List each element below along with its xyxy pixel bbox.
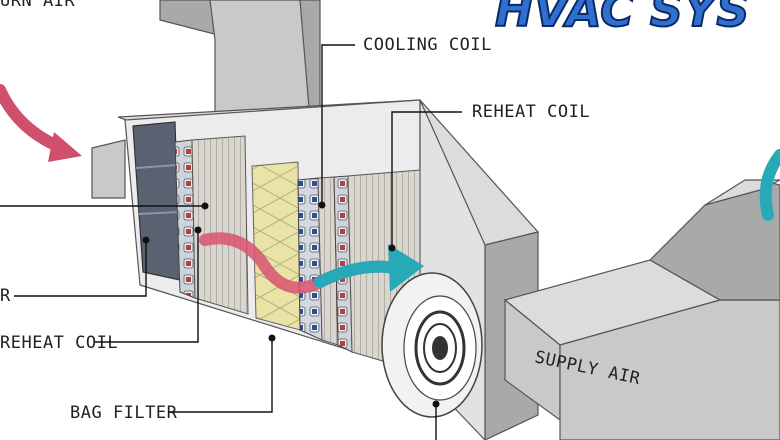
air-handling-unit [117, 99, 540, 440]
top-duct [159, 0, 321, 141]
airflow-arrowhead-icon [388, 244, 424, 292]
label-reheat-coil-left: REHEAT COIL [0, 333, 118, 353]
label-bag-filter: BAG FILTER [70, 403, 178, 423]
label-return-air: URN AIR [0, 0, 75, 11]
label-reheat-coil-right: REHEAT COIL [472, 102, 590, 122]
label-left-partial: R [0, 286, 11, 306]
return-air-arrowhead-icon [48, 132, 82, 162]
label-cooling-coil: COOLING COIL [363, 35, 492, 55]
supply-outlet-arrow-icon [759, 149, 780, 221]
blower-fan-icon [381, 272, 483, 418]
supply-duct [503, 179, 780, 440]
inlet-duct [91, 139, 126, 199]
bag-filter-unit [251, 161, 301, 331]
diagram-title: HVAC SYS [495, 0, 750, 37]
callouts: URN AIR COOLING COIL REHEAT COIL R REHEA… [0, 0, 642, 440]
